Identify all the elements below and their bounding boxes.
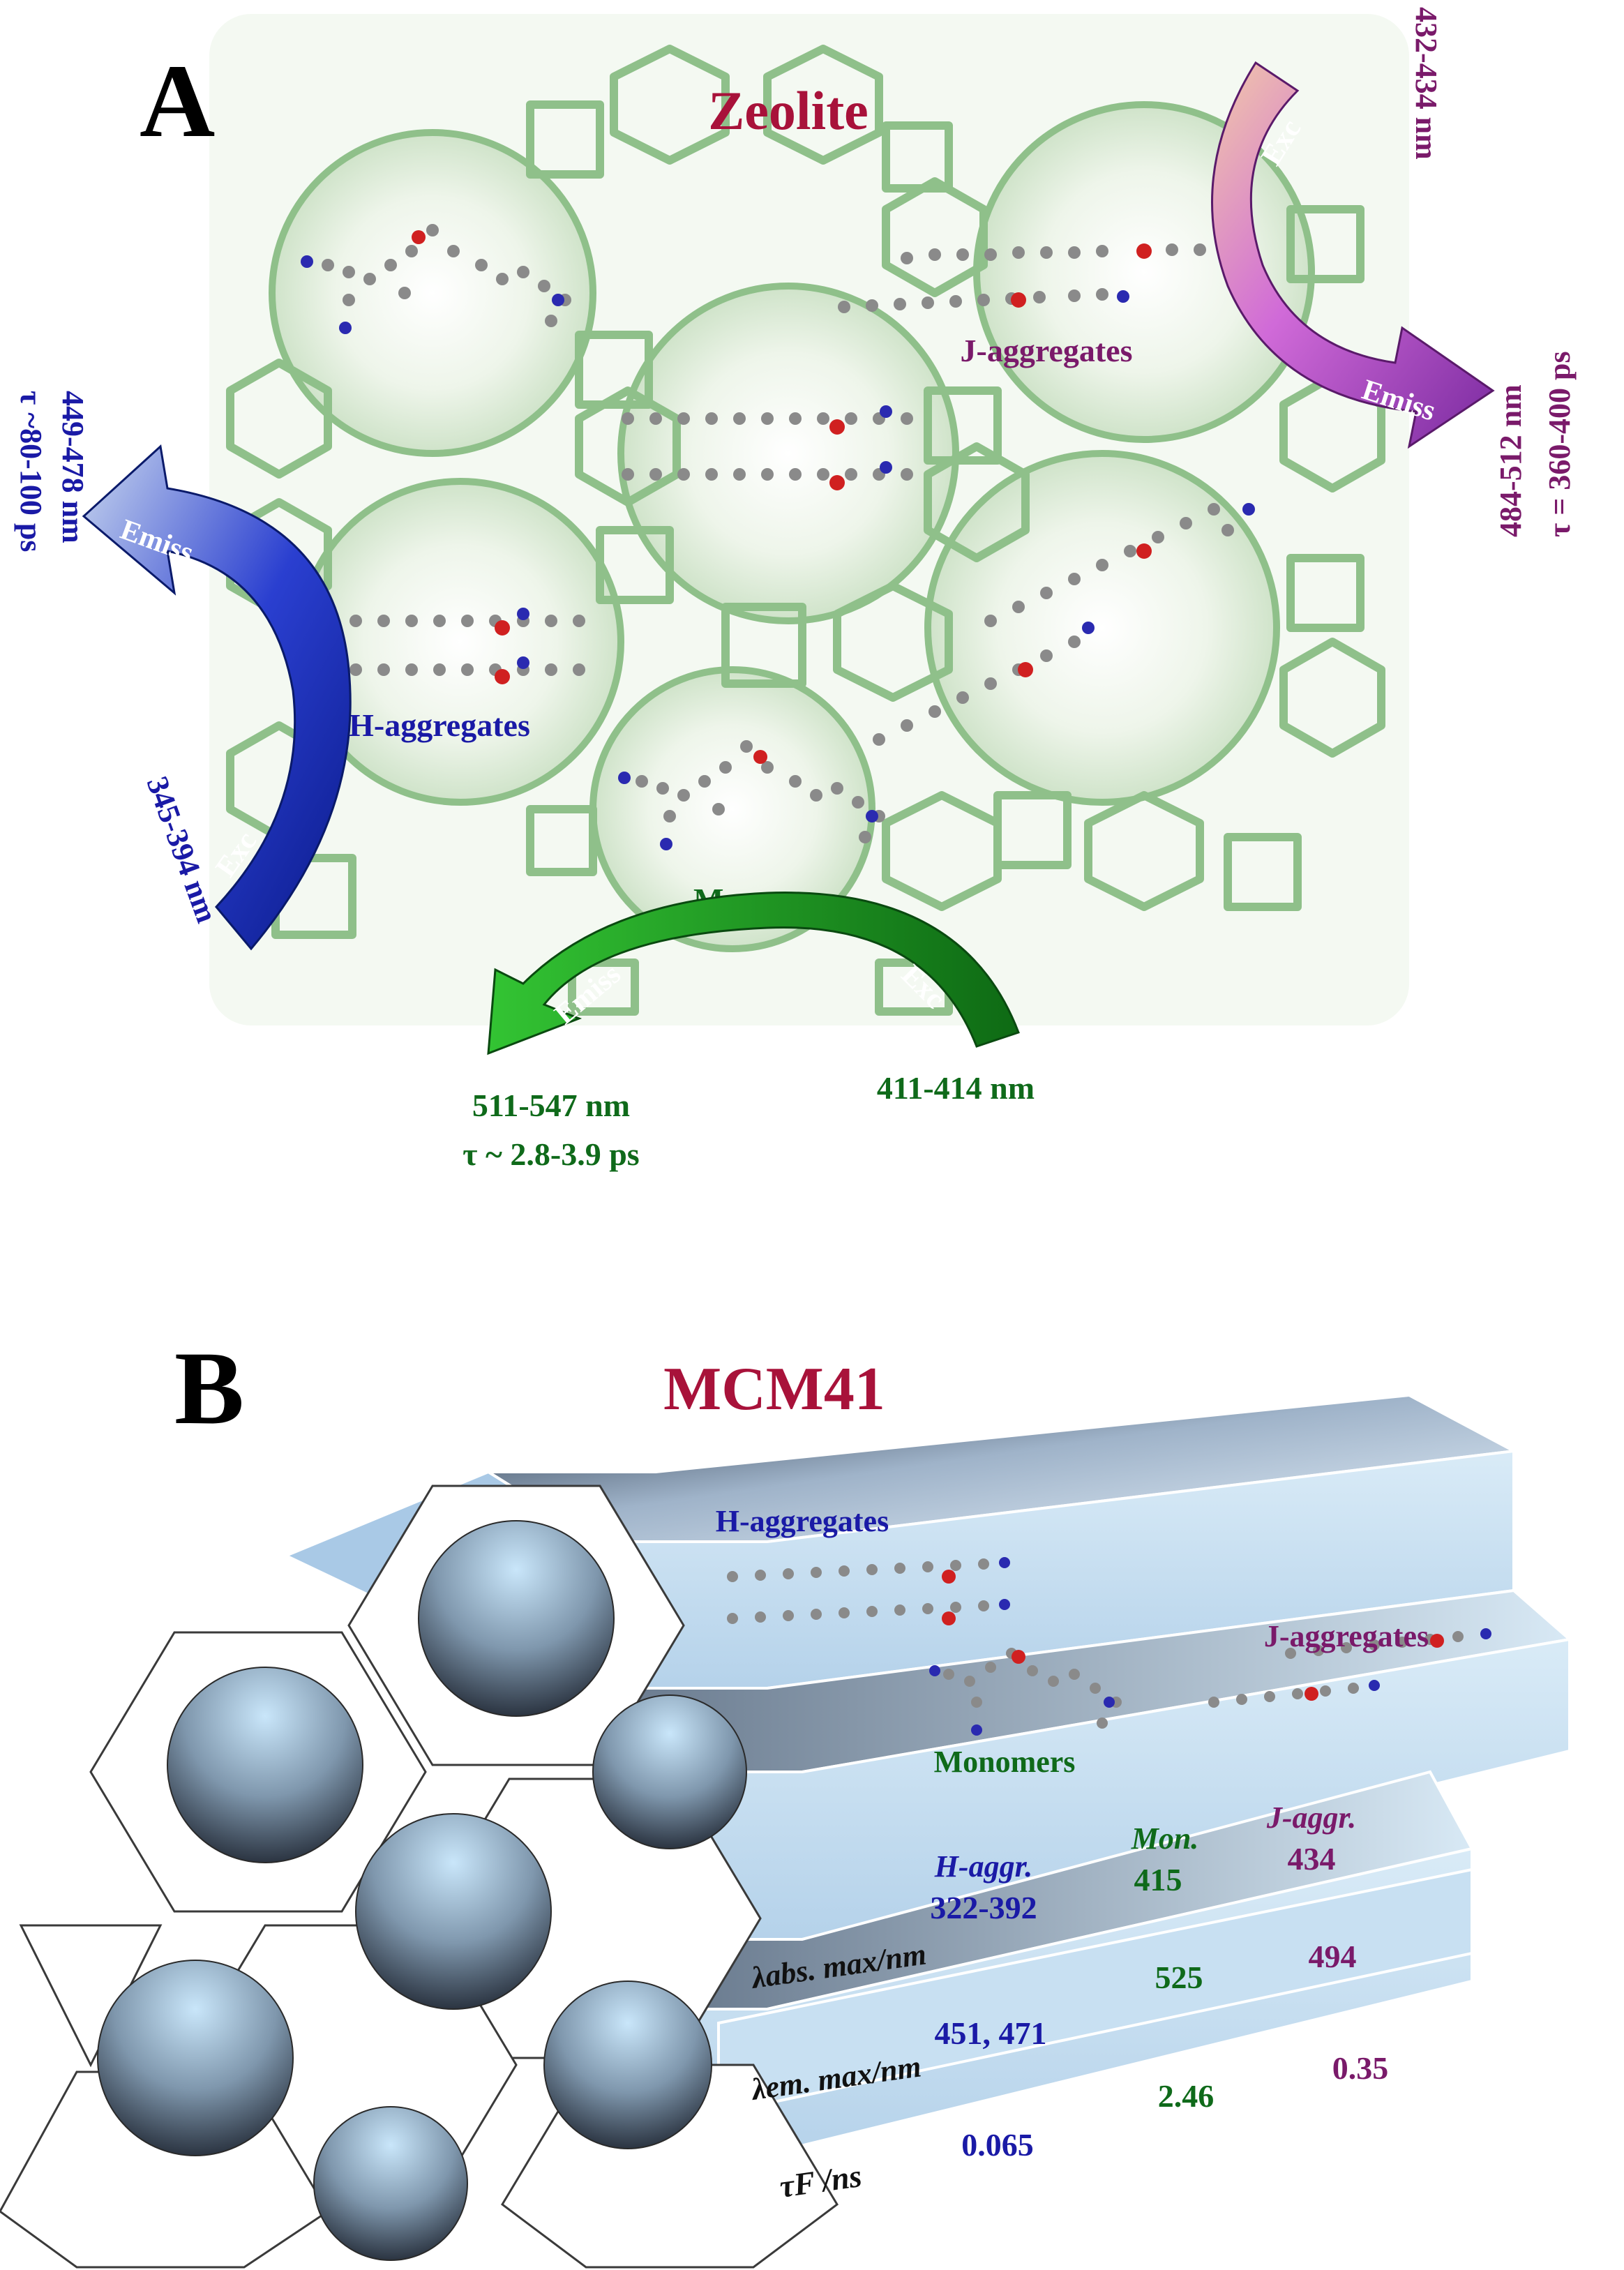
abs-mon-value: 415 bbox=[1134, 1862, 1182, 1897]
col-header-h-aggr: H-aggr. bbox=[934, 1849, 1033, 1884]
j-emiss-lifetime: τ = 360-400 ps bbox=[1542, 351, 1577, 537]
m-exc-wavelength: 411-414 nm bbox=[877, 1070, 1035, 1106]
abs-h-value: 322-392 bbox=[930, 1890, 1037, 1925]
j-aggregates-label: J-aggregates bbox=[961, 333, 1133, 368]
col-header-mon: Mon. bbox=[1131, 1821, 1199, 1856]
diagonal-aggregate-molecules bbox=[873, 503, 1255, 746]
mcm41-title: MCM41 bbox=[663, 1355, 885, 1423]
h-emiss-lifetime: τ ~80-100 ps bbox=[14, 391, 48, 552]
j-arrow-shape bbox=[1211, 61, 1495, 449]
h-aggregates-label: H-aggregates bbox=[349, 707, 530, 743]
h-emiss-wavelength: 449-478 nm bbox=[56, 391, 90, 543]
mcm41-h-aggregates-label: H-aggregates bbox=[716, 1504, 889, 1538]
col-header-j-aggr: J-aggr. bbox=[1266, 1801, 1356, 1835]
h-arrow-shape bbox=[82, 444, 352, 951]
tau-mon-value: 2.46 bbox=[1158, 2078, 1215, 2114]
tau-h-value: 0.065 bbox=[961, 2127, 1034, 2163]
panel-a-label: A bbox=[140, 43, 215, 159]
mcm41-j-aggregate-molecules bbox=[1208, 1628, 1491, 1708]
monomer-molecule-bottom bbox=[618, 740, 885, 850]
mcm41-monomer-molecule bbox=[929, 1648, 1122, 1736]
m-emiss-lifetime: τ ~ 2.8-3.9 ps bbox=[463, 1136, 639, 1172]
em-j-value: 494 bbox=[1309, 1939, 1357, 1974]
abs-j-value: 434 bbox=[1288, 1841, 1336, 1877]
panel-b-label: B bbox=[174, 1330, 244, 1446]
center-aggregate-molecules bbox=[622, 405, 913, 490]
panel-a: A Zeolite J-aggregates H-aggregates Mono… bbox=[14, 7, 1577, 1172]
zeolite-title: Zeolite bbox=[708, 80, 869, 141]
monomer-molecule-top-left bbox=[301, 224, 571, 334]
m-emiss-wavelength: 511-547 nm bbox=[472, 1088, 630, 1123]
em-h-value: 451, 471 bbox=[935, 2015, 1047, 2051]
mcm41-monomers-label: Monomers bbox=[934, 1745, 1076, 1779]
m-exc-emiss-arrow: Emiss Exc 511-547 nm τ ~ 2.8-3.9 ps 411-… bbox=[463, 892, 1035, 1172]
mcm41-pores bbox=[97, 1520, 747, 2261]
mcm41-j-aggregates-label: J-aggregates bbox=[1264, 1619, 1429, 1653]
em-mon-value: 525 bbox=[1155, 1960, 1203, 1995]
panel-b: B MCM41 bbox=[0, 1330, 1573, 2269]
mcm41-h-aggregate-molecules bbox=[727, 1557, 1010, 1625]
j-exc-emiss-arrow: Exc Emiss 432-434 nm 484-512 nm τ = 360-… bbox=[1211, 7, 1577, 537]
j-exc-wavelength: 432-434 nm bbox=[1409, 7, 1443, 160]
j-emiss-wavelength: 484-512 nm bbox=[1494, 384, 1528, 537]
m-arrow-shape bbox=[487, 892, 1020, 1055]
j-aggregate-molecules bbox=[838, 243, 1255, 313]
tau-j-value: 0.35 bbox=[1332, 2050, 1389, 2086]
